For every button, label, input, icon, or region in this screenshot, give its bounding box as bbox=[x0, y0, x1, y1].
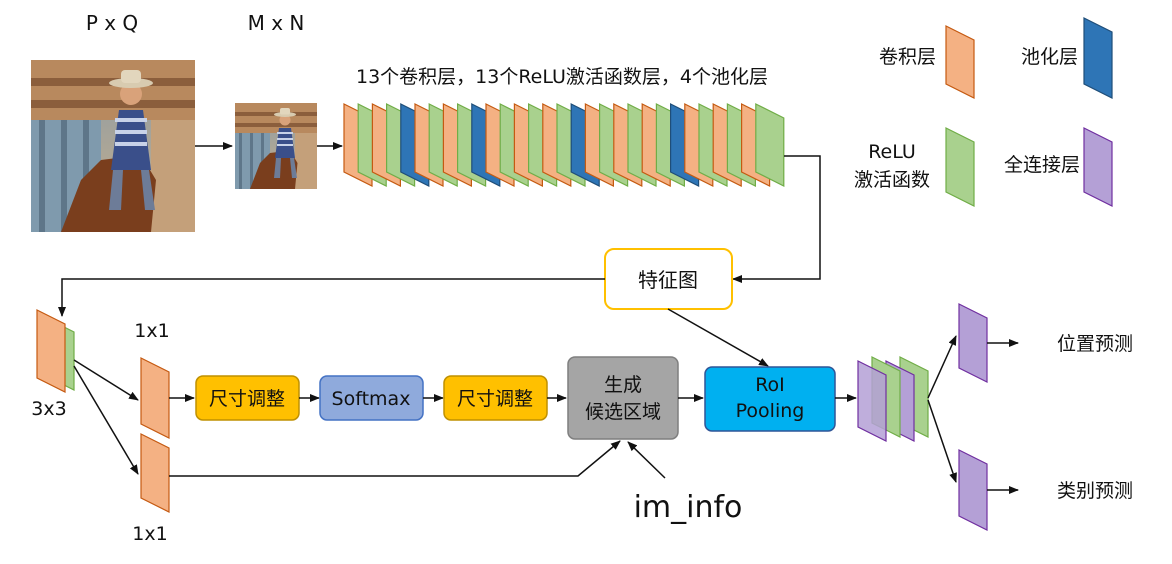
input-image bbox=[31, 60, 195, 232]
rpn-conv3x3-label: 3x3 bbox=[31, 398, 66, 420]
legend-fc-swatch bbox=[1083, 127, 1113, 207]
resized-size-label: M x N bbox=[248, 11, 305, 35]
rpn-cls-conv-label: 1x1 bbox=[134, 320, 169, 342]
legend: 卷积层 池化层 ReLU 激活函数 全连接层 bbox=[854, 17, 1113, 207]
proposal-label-1: 生成 bbox=[604, 374, 642, 396]
bbox-prediction-label: 位置预测 bbox=[1057, 333, 1133, 355]
proposal-box bbox=[567, 356, 679, 440]
head-fc-stack bbox=[857, 356, 929, 442]
proposal-label-2: 候选区域 bbox=[585, 401, 661, 423]
backbone-layers bbox=[343, 103, 785, 187]
arrow-head-to-cls bbox=[927, 399, 957, 483]
legend-pool-label: 池化层 bbox=[1021, 46, 1078, 68]
legend-conv-label: 卷积层 bbox=[879, 46, 936, 68]
rpn-cls-conv bbox=[140, 357, 170, 439]
arrow-rpn-to-cls-conv bbox=[73, 359, 139, 401]
reshape2-label: 尺寸调整 bbox=[457, 388, 533, 410]
resized-image bbox=[235, 103, 317, 189]
cls-fc bbox=[958, 449, 988, 531]
input-size-label: P x Q bbox=[86, 11, 138, 35]
backbone-caption: 13个卷积层，13个ReLU激活函数层，4个池化层 bbox=[356, 66, 768, 88]
cls-prediction-label: 类别预测 bbox=[1057, 480, 1133, 502]
legend-conv-swatch bbox=[945, 25, 975, 99]
feature-map-label: 特征图 bbox=[638, 268, 698, 292]
arrow-iminfo-to-proposal bbox=[627, 441, 666, 479]
legend-relu-swatch bbox=[945, 127, 975, 207]
roi-pooling-label-2: Pooling bbox=[736, 400, 805, 422]
rpn-reg-conv-label: 1x1 bbox=[132, 523, 167, 545]
rpn-reg-conv bbox=[140, 433, 170, 513]
legend-relu-label-2: 激活函数 bbox=[854, 169, 930, 191]
rpn-conv3x3-conv bbox=[36, 309, 66, 393]
arrow-head-to-bbox bbox=[927, 335, 957, 399]
rpn-conv3x3 bbox=[36, 309, 75, 393]
arrow-reg-to-proposal bbox=[169, 440, 621, 477]
roi-pooling-box bbox=[704, 366, 836, 432]
bbox-fc bbox=[958, 303, 988, 383]
head-fc-1 bbox=[857, 360, 887, 442]
im-info-label: im_info bbox=[634, 490, 743, 525]
legend-fc-label: 全连接层 bbox=[1004, 154, 1080, 176]
softmax-label: Softmax bbox=[332, 388, 411, 410]
arrow-backbone-to-featuremap bbox=[732, 155, 821, 283]
arrow-featuremap-to-rpn bbox=[58, 278, 605, 317]
reshape1-label: 尺寸调整 bbox=[209, 388, 285, 410]
arrow-rpn-to-reg-conv bbox=[73, 365, 139, 475]
roi-pooling-label-1: RoI bbox=[755, 374, 785, 396]
legend-pool-swatch bbox=[1083, 17, 1113, 99]
legend-relu-label-1: ReLU bbox=[868, 141, 916, 163]
arrow-featuremap-to-roi bbox=[667, 308, 769, 367]
backbone-layer-relu bbox=[755, 103, 785, 187]
